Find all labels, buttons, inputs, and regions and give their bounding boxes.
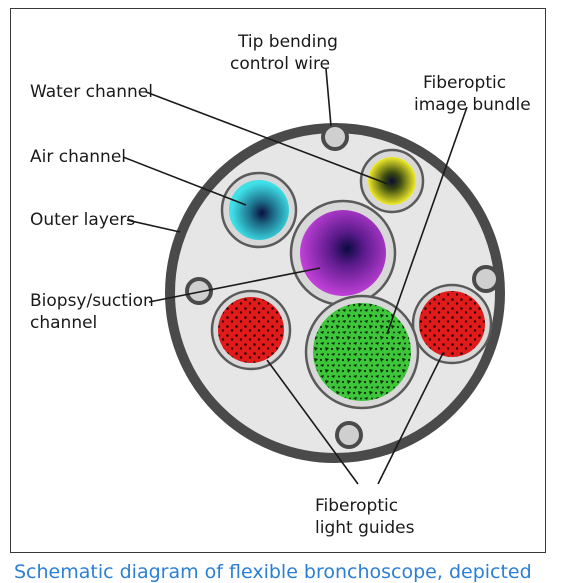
light-guide-right <box>411 283 493 365</box>
leader-biopsy <box>148 267 321 303</box>
leader-water-channel <box>145 91 389 185</box>
label-image-bundle-2: image bundle <box>414 95 531 115</box>
control-wire-port-right <box>472 265 500 293</box>
label-biopsy-2: channel <box>30 313 97 333</box>
control-wire-port-bottom <box>335 421 363 449</box>
label-air-channel: Air channel <box>30 147 126 167</box>
figure-caption: Schematic diagram of flexible bronchosco… <box>14 561 532 583</box>
label-tip-bending-1: Tip bending <box>237 32 338 52</box>
leader-tip-bending <box>325 68 332 127</box>
leader-light-guide-left <box>266 359 359 485</box>
label-tip-bending-2: control wire <box>230 54 330 74</box>
control-wire-port-top <box>321 123 349 151</box>
leader-air-channel <box>122 156 247 206</box>
leader-light-guide-right <box>377 352 444 485</box>
label-image-bundle-1: Fiberoptic <box>423 73 506 93</box>
diagram-frame <box>10 8 546 553</box>
light-guide-left <box>210 289 292 371</box>
leader-image-bundle <box>386 106 468 335</box>
label-water-channel: Water channel <box>30 82 153 102</box>
air-channel <box>220 171 298 249</box>
water-channel <box>359 148 425 214</box>
control-wire-port-left <box>185 277 213 305</box>
fiberoptic-image-bundle <box>304 294 420 410</box>
label-light-guides-1: Fiberoptic <box>315 496 398 516</box>
label-outer-layers: Outer layers <box>30 210 135 230</box>
biopsy-suction-channel <box>289 199 397 307</box>
label-light-guides-2: light guides <box>315 518 415 538</box>
endoscope-cross-section-diagram: Tip bending control wire Water channel A… <box>30 32 531 538</box>
label-biopsy-1: Biopsy/suction <box>30 291 154 311</box>
leader-lines <box>122 68 468 485</box>
leader-outer-layers <box>126 219 181 233</box>
